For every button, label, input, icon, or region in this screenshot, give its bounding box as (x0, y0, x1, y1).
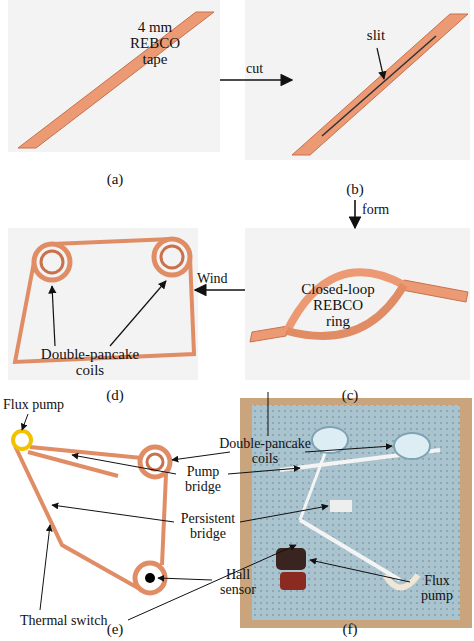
tape-tail (402, 280, 468, 302)
panel-text: slit (356, 28, 396, 44)
figure-panel: slit (b) (292, 0, 470, 200)
callout-label: Flux pump (3, 398, 83, 413)
rebco-tape (292, 14, 468, 155)
leader-line (22, 414, 28, 430)
panel-background (8, 228, 198, 380)
leader-line (172, 452, 230, 460)
bridge-photo (330, 500, 352, 512)
leader-line (240, 506, 328, 522)
leader-line (310, 560, 410, 582)
panel-label: (f) (335, 622, 365, 638)
figure-panel: Closed-loop REBCO ring(c) (245, 228, 470, 400)
callout-label: Pump bridge (178, 465, 228, 494)
leader-arrow (52, 286, 55, 346)
tape-strip (300, 520, 400, 580)
leader-arrow (110, 281, 166, 346)
leader-line (268, 392, 269, 436)
coil (154, 239, 190, 275)
step-label: form (362, 203, 389, 218)
tape-tail (250, 326, 288, 342)
panel-label: (c) (335, 388, 365, 404)
step-arrow (195, 289, 245, 291)
leader-line (228, 468, 300, 474)
flux-pump-photo (276, 548, 306, 570)
panel-background (8, 0, 220, 152)
step-arrow (354, 200, 356, 228)
panel-background (245, 0, 470, 160)
rebco-tape (18, 12, 214, 148)
callout-label: Thermal switch (20, 614, 130, 629)
step-label: cut (246, 62, 263, 77)
leader-line (52, 505, 174, 522)
leader-line (128, 545, 296, 620)
ring-upper (287, 272, 404, 331)
callout-label: Hall sensor (214, 568, 262, 597)
panel-text: 4 mm REBCO tape (126, 20, 184, 67)
hall-sensor-dot (145, 573, 155, 583)
leader-arrow (377, 48, 384, 79)
slit-line (322, 36, 436, 136)
leader-line (158, 578, 212, 580)
panel-label: (b) (340, 182, 370, 198)
figure-panel: 4 mm REBCO tape (a) (5, 0, 220, 195)
flux-pump-photo (280, 572, 306, 590)
coil-photo (385, 575, 418, 588)
figure-panel: Double-pancake coils(d) (5, 228, 195, 400)
leader-line (72, 455, 176, 474)
panel-background (245, 228, 470, 380)
tape-loop (15, 239, 194, 362)
coil (161, 246, 183, 268)
photo-frame (240, 398, 472, 628)
flux-pump-ring (13, 431, 31, 449)
panel-text: Double-pancake coils (30, 347, 150, 379)
coil-photo (394, 433, 430, 459)
callout-label: Persistent bridge (176, 512, 240, 541)
panel-label: (a) (100, 172, 130, 188)
coil (41, 251, 63, 273)
leader-line (305, 446, 392, 452)
leader-line (40, 525, 50, 610)
callout-label: Double-pancake coils (215, 437, 315, 466)
callout-label: Flux pump (412, 574, 462, 603)
panel-text: Closed-loop REBCO ring (300, 282, 376, 329)
step-label: Wind (197, 272, 228, 287)
coil (34, 244, 70, 280)
coil (147, 454, 163, 470)
panel-label: (d) (100, 388, 130, 404)
step-arrow (220, 79, 292, 81)
